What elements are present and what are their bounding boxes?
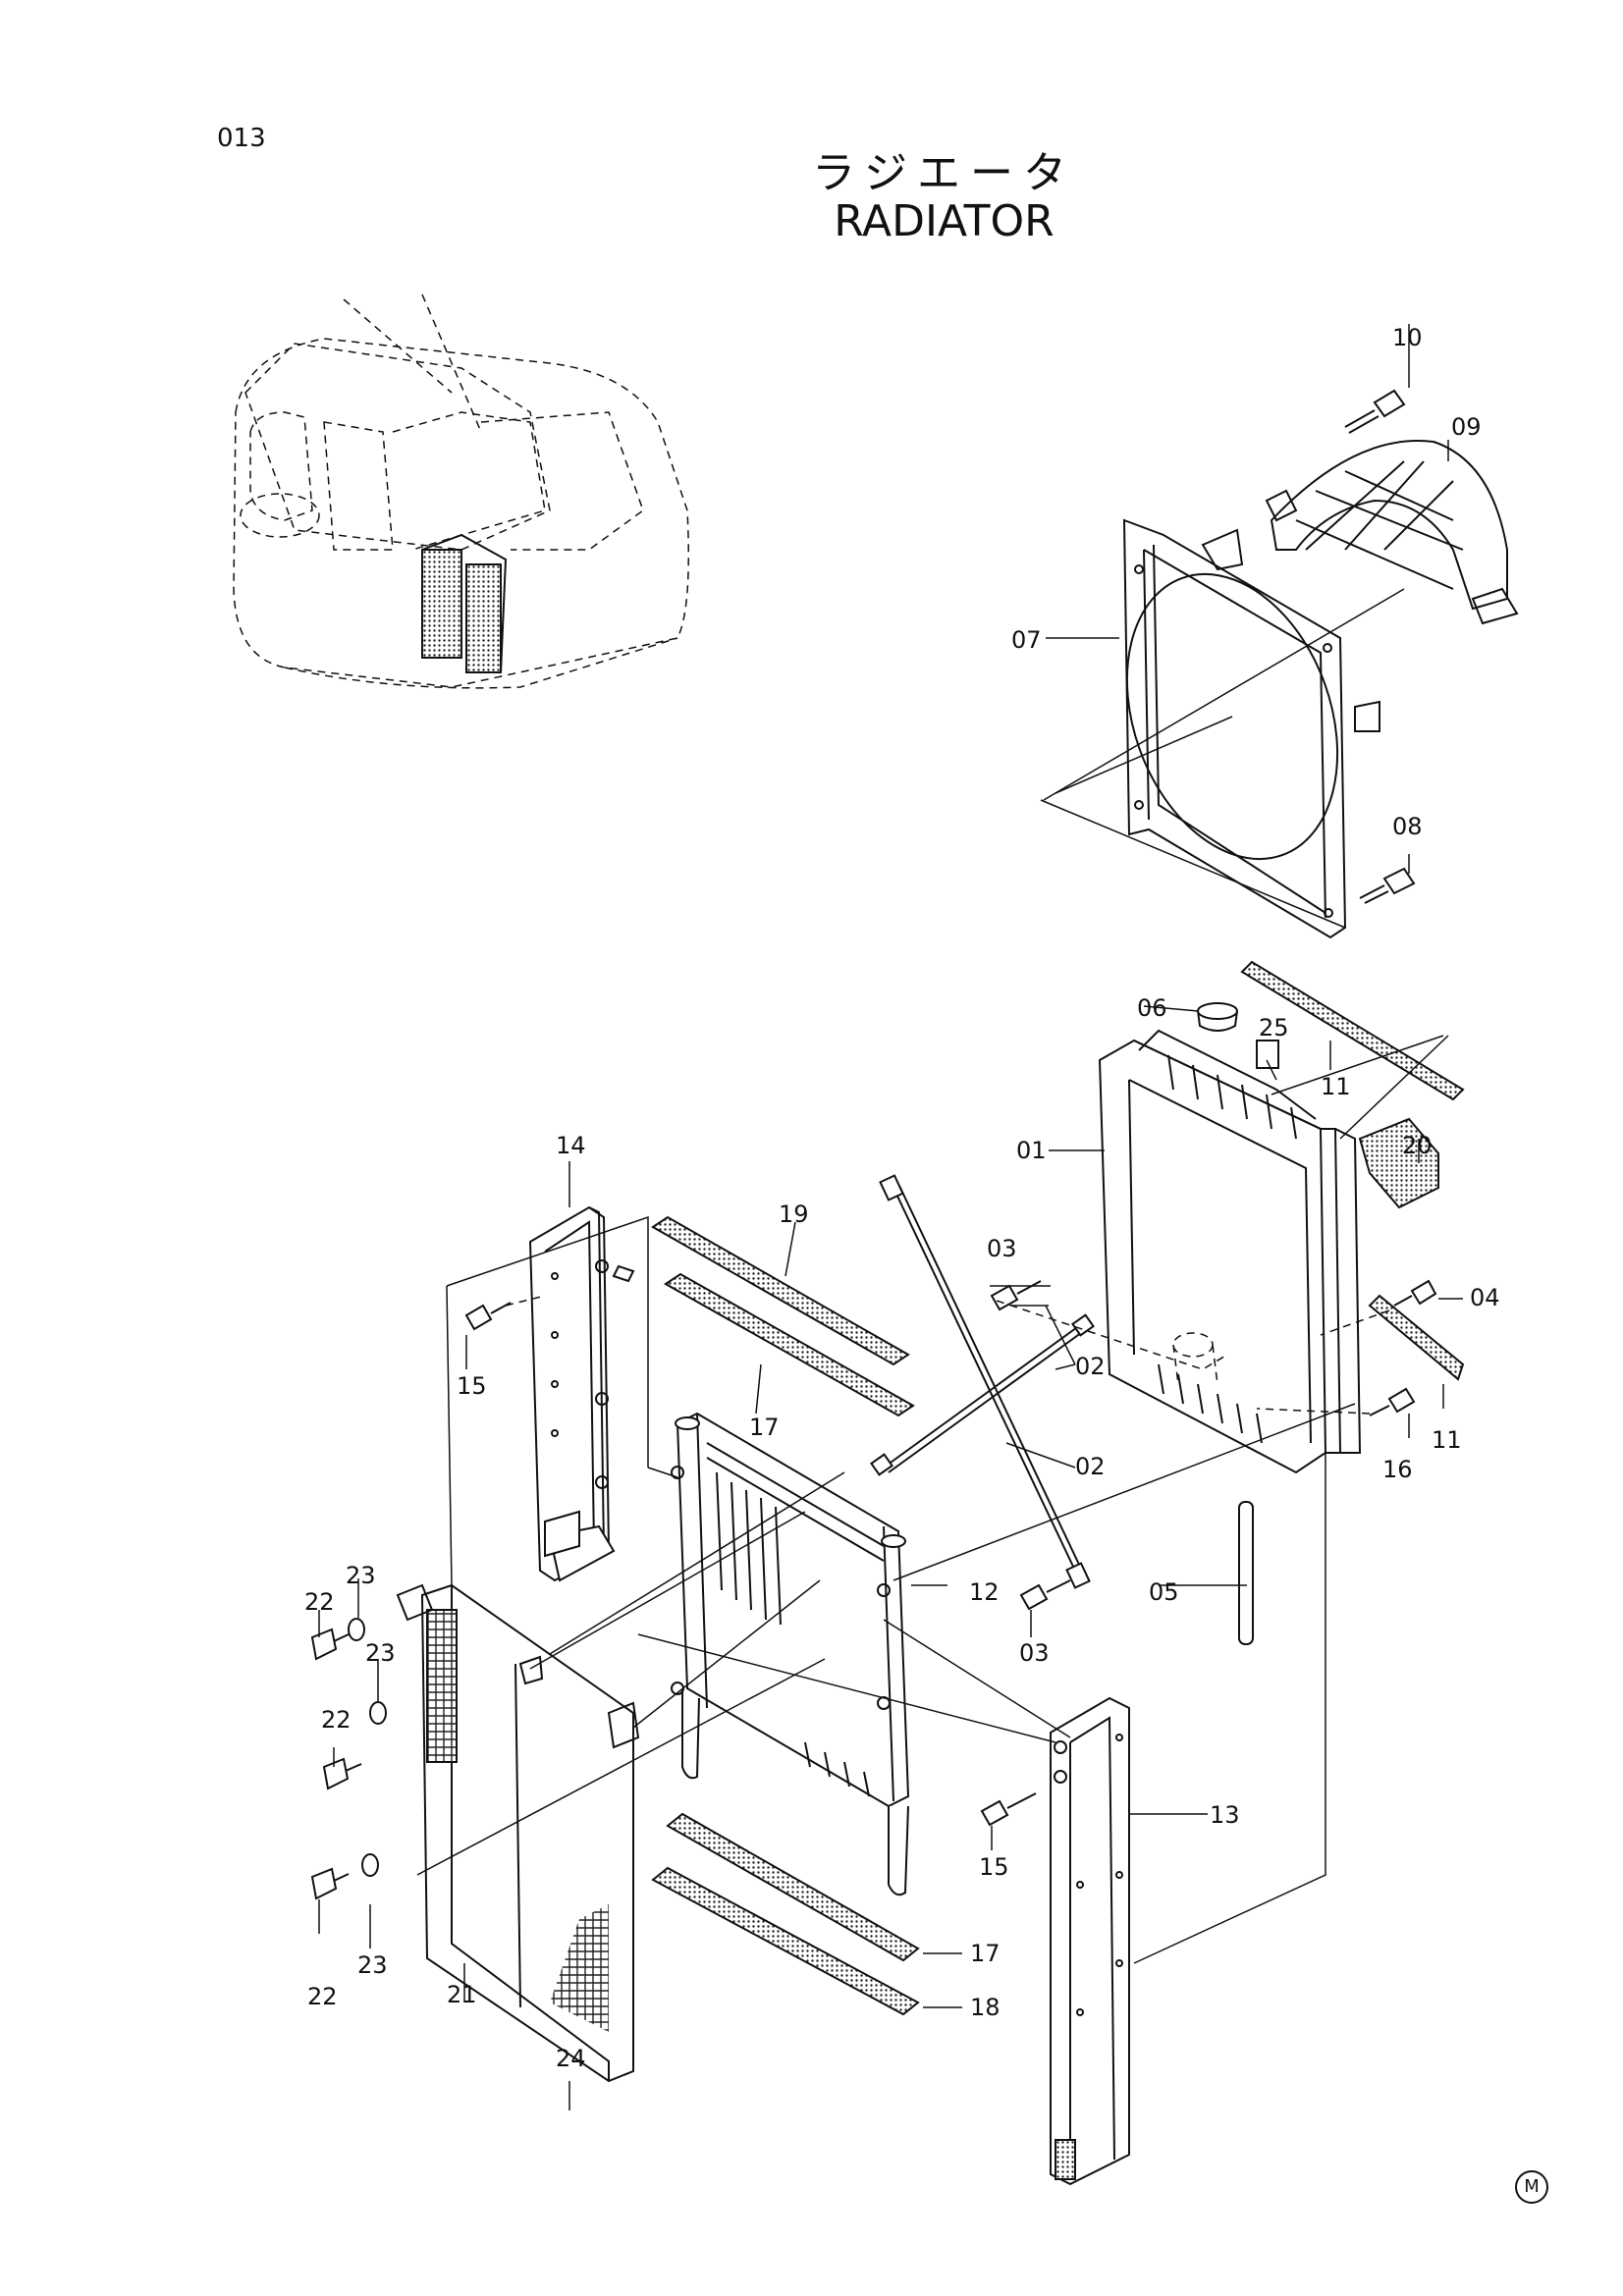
radiator-cap	[1197, 1002, 1238, 1032]
callout-01: 01	[1016, 1137, 1047, 1164]
wing-nut-22-b	[322, 1757, 362, 1790]
seal-strip-19	[651, 1215, 910, 1366]
callout-16: 16	[1382, 1456, 1413, 1483]
callout-02-lower: 02	[1075, 1453, 1106, 1480]
washer-23-b	[369, 1701, 387, 1725]
callout-13: 13	[1210, 1801, 1240, 1829]
callout-22-b: 22	[321, 1706, 352, 1734]
bolt-08	[1359, 867, 1416, 904]
washer-23-c	[361, 1853, 379, 1877]
oil-cooler-12	[671, 1412, 910, 1896]
title-english: RADIATOR	[834, 196, 1055, 246]
callout-07: 07	[1011, 626, 1042, 654]
fan-guard	[1265, 440, 1519, 625]
fan-shroud	[1122, 518, 1380, 939]
callout-14: 14	[556, 1132, 586, 1159]
callout-20: 20	[1402, 1132, 1433, 1159]
bolt-15-lower	[980, 1792, 1037, 1827]
callout-21: 21	[447, 1981, 477, 2008]
screen-door-21	[396, 1583, 640, 2083]
callout-17-lower: 17	[970, 1940, 1001, 1967]
bolt-16	[1369, 1387, 1416, 1416]
callout-19: 19	[779, 1201, 809, 1228]
corner-mark: M	[1515, 2170, 1548, 2204]
title-japanese: ラジエータ	[811, 148, 1077, 198]
support-bracket-14	[528, 1205, 635, 1582]
stay-rod-02-b	[879, 1174, 1091, 1589]
radiator-core	[1098, 1029, 1362, 1474]
excavator-overview	[233, 294, 689, 689]
wing-nut-22-c	[310, 1867, 350, 1900]
callout-12: 12	[969, 1578, 1000, 1606]
stay-rod-02-a	[870, 1313, 1095, 1476]
callout-03-lower: 03	[1019, 1639, 1050, 1667]
bolt-10	[1344, 389, 1406, 434]
bolt-03-lower	[1019, 1579, 1071, 1611]
bolt-03-upper	[990, 1280, 1042, 1311]
callout-25: 25	[1259, 1014, 1289, 1041]
seal-strip-17-upper	[664, 1272, 915, 1417]
seal-strip-17-lower	[666, 1812, 920, 1962]
callout-22-a: 22	[304, 1588, 335, 1616]
seal-strip-18	[651, 1866, 920, 2016]
callout-labels: 10 09 07 08 06 25 11 01 20 14 19 03 02 0…	[304, 324, 1500, 2072]
callout-11-side: 11	[1432, 1426, 1462, 1454]
callout-08: 08	[1392, 813, 1423, 840]
callout-02-upper: 02	[1075, 1353, 1106, 1380]
washer-23-a	[348, 1618, 365, 1641]
callout-04: 04	[1470, 1284, 1500, 1311]
callout-15-upper: 15	[457, 1372, 487, 1400]
wing-nut-22-a	[310, 1628, 350, 1661]
radiator-location-highlight	[421, 549, 462, 659]
drain-hose-05	[1238, 1501, 1254, 1645]
callout-23-b: 23	[365, 1639, 396, 1667]
callout-09: 09	[1451, 413, 1482, 441]
leader-lines	[318, 324, 1463, 2110]
callout-06: 06	[1137, 994, 1167, 1022]
callout-15-lower: 15	[979, 1853, 1009, 1881]
bolt-15-upper	[464, 1302, 512, 1331]
callout-23-c: 23	[357, 1951, 388, 1979]
callout-24: 24	[556, 2045, 586, 2072]
callout-03-upper: 03	[987, 1235, 1017, 1262]
callout-10: 10	[1392, 324, 1423, 351]
page-number: 013	[217, 124, 266, 153]
callout-11-top: 11	[1321, 1073, 1351, 1100]
decal-25	[1256, 1040, 1279, 1069]
callout-22-c: 22	[307, 1983, 338, 2010]
bolt-04	[1393, 1279, 1437, 1307]
callout-17-upper: 17	[749, 1414, 780, 1441]
callout-18: 18	[970, 1994, 1001, 2021]
side-bracket-13	[1050, 1696, 1130, 2186]
seal-strip-11-side	[1368, 1294, 1465, 1381]
callout-23-a: 23	[346, 1562, 376, 1589]
callout-05: 05	[1149, 1578, 1179, 1606]
